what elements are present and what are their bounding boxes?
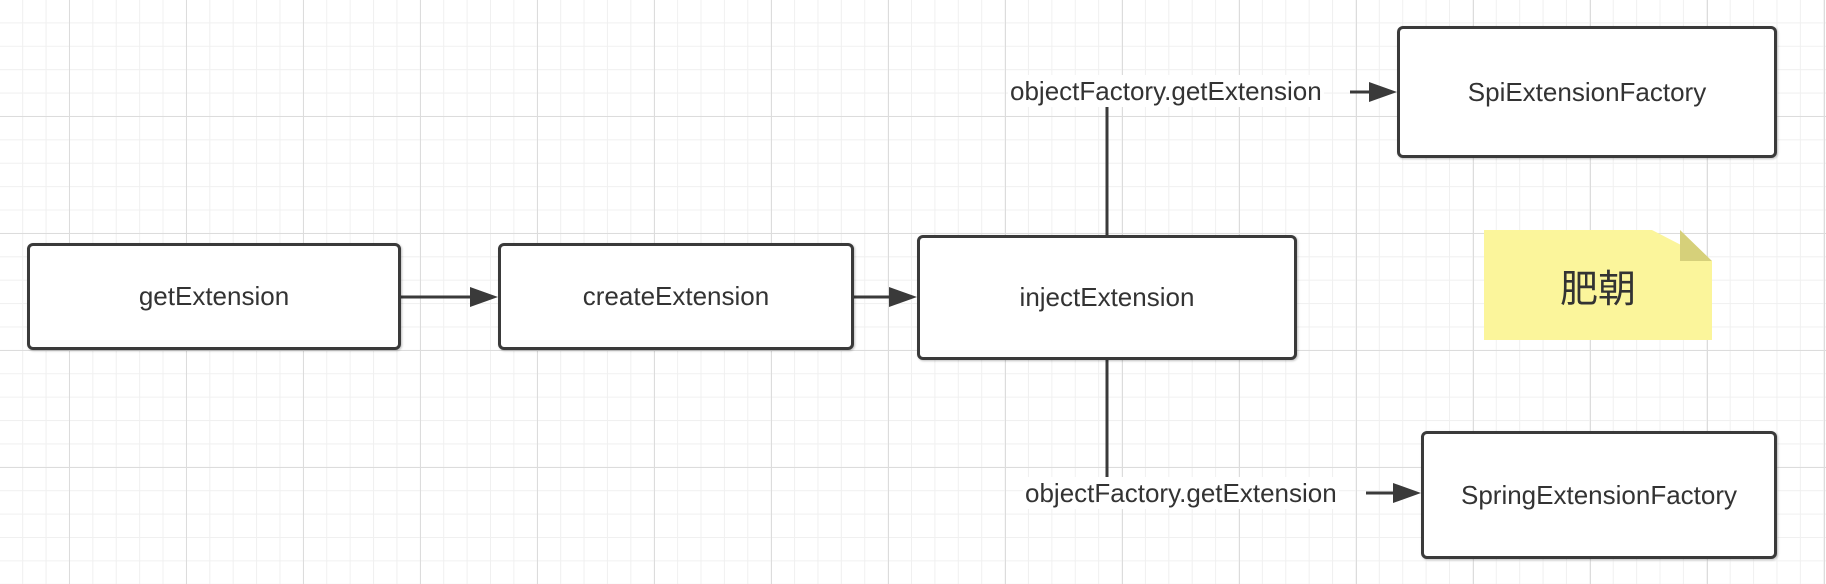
- spi-extension-factory-label: SpiExtensionFactory: [1467, 76, 1707, 107]
- spring-extension-factory-label: SpringExtensionFactory: [1460, 479, 1738, 510]
- spring-extension-factory-node[interactable]: SpringExtensionFactory: [1421, 431, 1777, 559]
- sticky-note-fold: [1680, 230, 1712, 261]
- sticky-note[interactable]: 肥朝: [1484, 230, 1712, 340]
- create-extension-label: createExtension: [582, 281, 770, 311]
- arrowhead-inject-to-spi: [1369, 82, 1397, 102]
- spi-extension-factory-node[interactable]: SpiExtensionFactory: [1397, 26, 1777, 158]
- edge-label-bottom: objectFactory.getExtension: [1023, 477, 1339, 509]
- inject-extension-label: injectExtension: [1019, 282, 1195, 312]
- sticky-note-text: 肥朝: [1559, 266, 1636, 311]
- edge-label-top: objectFactory.getExtension: [1008, 75, 1324, 107]
- create-extension-node[interactable]: createExtension: [498, 243, 854, 350]
- arrowhead-create-to-inject: [889, 287, 917, 307]
- inject-extension-node[interactable]: injectExtension: [917, 235, 1297, 360]
- get-extension-label: getExtension: [138, 281, 290, 311]
- get-extension-node[interactable]: getExtension: [27, 243, 401, 350]
- arrowhead-inject-to-spring: [1393, 483, 1421, 503]
- arrowhead-get-to-create: [470, 287, 498, 307]
